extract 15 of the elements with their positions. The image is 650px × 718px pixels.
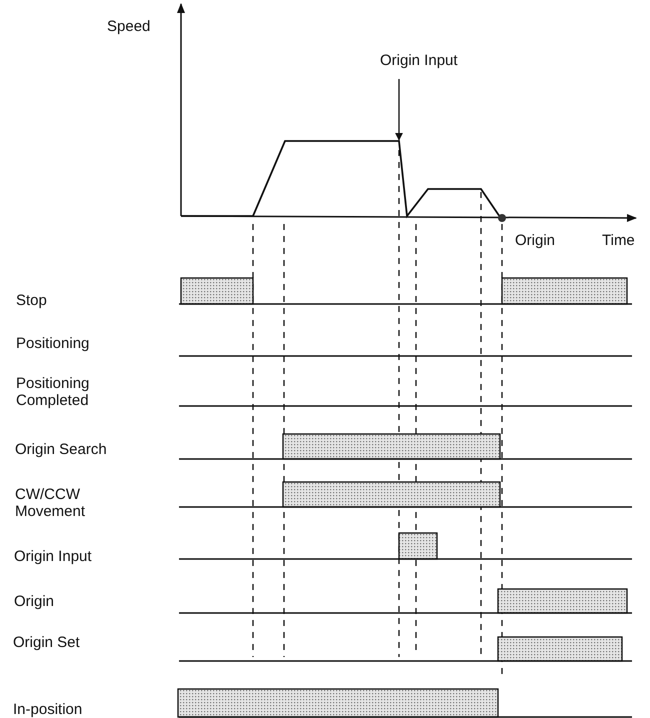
- signal-name: Positioning Completed: [16, 375, 90, 409]
- signal-name: In-position: [13, 701, 82, 718]
- axis-label: Time: [602, 232, 635, 249]
- signal-name: Origin Search: [15, 441, 107, 458]
- axis-label: Origin: [515, 232, 556, 249]
- signal-name: Positioning: [16, 335, 90, 352]
- signal-name: CW/CCW Movement: [15, 486, 86, 520]
- annotation-label: Origin Input: [380, 52, 458, 69]
- signal-name: Origin Set: [13, 634, 80, 651]
- arrow: [395, 79, 403, 141]
- speed-profile-curve: [181, 140, 501, 218]
- signal-name: Origin: [14, 593, 54, 610]
- signal-name: Origin Input: [14, 548, 92, 565]
- axis-label: Speed: [107, 18, 150, 35]
- signal-name: Stop: [16, 292, 47, 309]
